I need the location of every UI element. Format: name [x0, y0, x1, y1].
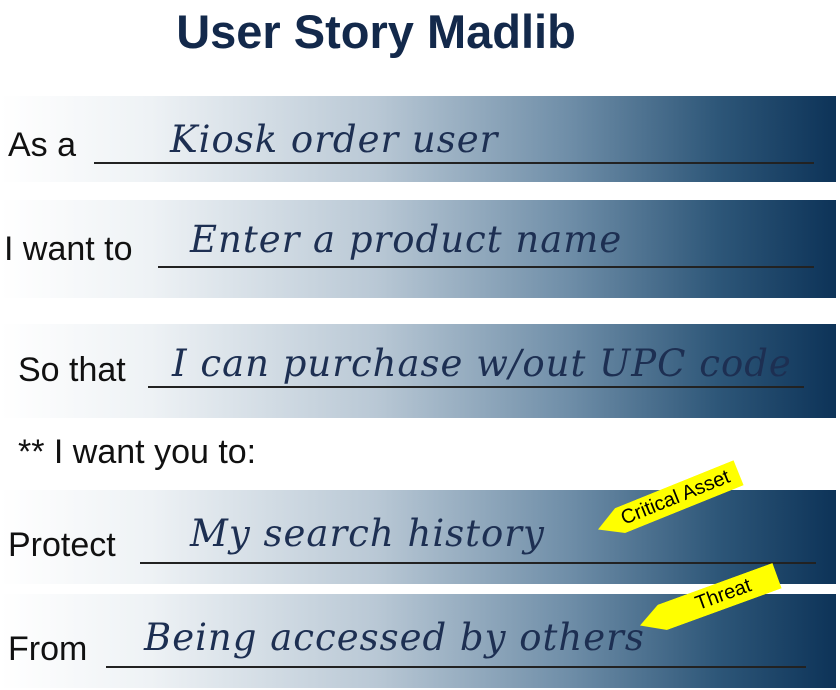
row-band-so-that [0, 324, 836, 418]
i-want-to-blank-line [158, 266, 814, 268]
protect-value[interactable]: My search history [190, 512, 545, 555]
so-that-blank-line [148, 386, 804, 388]
from-label: From [8, 630, 88, 668]
i-want-to-label: I want to [4, 230, 133, 268]
protect-label: Protect [8, 526, 116, 564]
row-band-as-a [0, 96, 836, 182]
right-border [836, 0, 840, 690]
from-value[interactable]: Being accessed by others [144, 616, 645, 659]
so-that-value[interactable]: I can purchase w/out UPC code [172, 342, 792, 385]
from-blank-line [106, 666, 806, 668]
page-title: User Story Madlib [176, 5, 576, 58]
row-band-i-want-to [0, 200, 836, 298]
i-want-to-value[interactable]: Enter a product name [190, 218, 623, 261]
as-a-label: As a [8, 126, 77, 164]
so-that-label: So that [18, 351, 126, 389]
protect-blank-line [140, 562, 816, 564]
as-a-value[interactable]: Kiosk order user [170, 118, 499, 161]
row-band-protect [0, 490, 836, 584]
as-a-blank-line [94, 162, 814, 164]
i-want-you-to-heading: ** I want you to: [18, 433, 257, 471]
